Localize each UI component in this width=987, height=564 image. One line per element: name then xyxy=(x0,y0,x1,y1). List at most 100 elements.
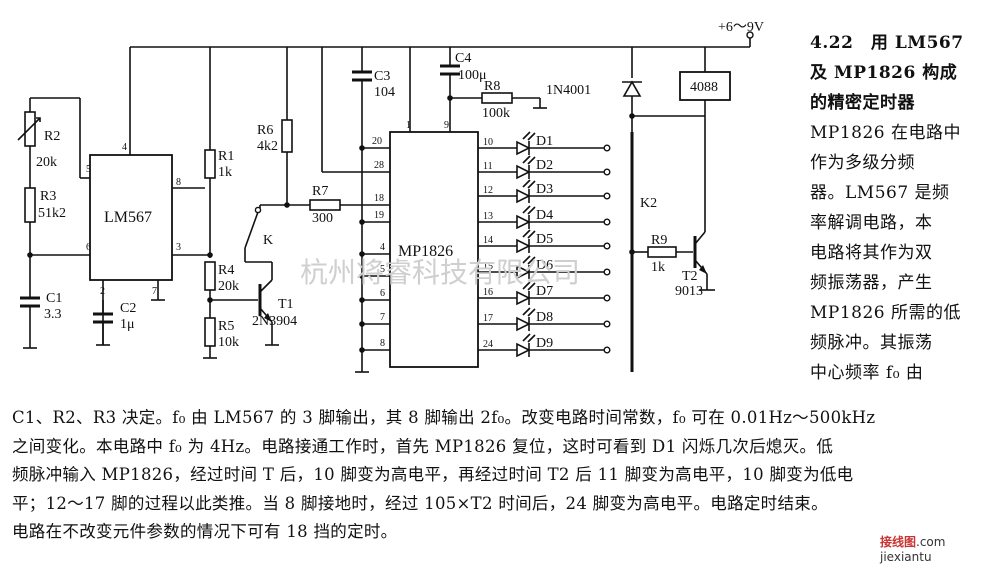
led-triangle xyxy=(516,290,531,306)
c1-capacitor: C1 3.3 xyxy=(20,291,62,322)
r2-name: R2 xyxy=(44,129,60,144)
mp1826-pin-label: 20 xyxy=(372,136,382,147)
mp1826-output-pin-label: 10 xyxy=(483,137,493,148)
t2-name: T2 xyxy=(682,269,698,284)
mp1826-output-pin-label: 14 xyxy=(483,235,493,246)
led-label: D2 xyxy=(536,158,553,173)
k2-contact xyxy=(603,320,611,328)
t1-transistor: T1 2N3904 xyxy=(252,279,297,345)
c3-name: C3 xyxy=(374,69,390,84)
lm567-chip: LM567 4 5 8 6 3 2 7 xyxy=(86,142,181,297)
mp1826-pin-label: 5 xyxy=(380,264,385,275)
description-line: 频脉冲输入 MP1826，经过时间 T 后，10 脚变为高电平，再经过时间 T2… xyxy=(12,465,854,485)
led-emission-arrow xyxy=(522,255,531,264)
c1-value: 3.3 xyxy=(44,307,62,322)
k2-contact xyxy=(603,218,611,226)
k2-contact xyxy=(603,144,611,152)
supply-label: +6～9V xyxy=(718,20,764,35)
c4-capacitor: C4 100μ xyxy=(440,51,487,83)
switch-k-label: K xyxy=(263,233,273,248)
r5-resistor: R5 10k xyxy=(204,317,239,350)
r6-name: R6 xyxy=(257,123,273,138)
mp1826-output-pin-label: 16 xyxy=(483,287,493,298)
k2-contact xyxy=(603,346,611,354)
timer-circuit-schematic: +6～9V LM567 4 5 8 6 3 2 7 R2 20k R3 51k2 xyxy=(17,20,764,373)
r3-resistor: R3 51k2 xyxy=(24,187,66,223)
c4-value: 100μ xyxy=(458,68,487,83)
led-emission-arrow xyxy=(522,333,531,342)
led-triangle xyxy=(516,264,531,280)
r8-value: 100k xyxy=(482,106,510,121)
side-text-line: MP1826 在电路中 xyxy=(810,123,962,143)
lm567-pin-label: 8 xyxy=(176,177,181,188)
mp1826-label: MP1826 xyxy=(398,243,453,260)
figure-title-line-1: 4.22 用 LM567 xyxy=(810,33,964,53)
r9-name: R9 xyxy=(651,233,667,248)
led-label: D7 xyxy=(536,284,553,299)
r7-name: R7 xyxy=(312,184,328,199)
k2-contact xyxy=(603,242,611,250)
r9-value: 1k xyxy=(651,260,665,275)
lm567-pin-label: 3 xyxy=(176,242,181,253)
k2-label: K2 xyxy=(640,196,657,211)
c2-value: 1μ xyxy=(120,317,135,332)
led-triangle xyxy=(516,188,531,204)
mp1826-pin-label: 18 xyxy=(374,193,384,204)
lm567-pin-label: 5 xyxy=(86,164,91,175)
mp1826-pin-label: 1 xyxy=(406,120,411,131)
led-label: D6 xyxy=(536,258,553,273)
r4-value: 20k xyxy=(218,279,239,294)
side-text-line: 频脉冲。其振荡 xyxy=(810,333,933,353)
mp1826-pin-label: 28 xyxy=(374,160,384,171)
lm567-pin-label: 7 xyxy=(152,286,157,297)
led-label: D1 xyxy=(536,134,553,149)
led-emission-arrow xyxy=(522,131,531,140)
side-text-line: 中心频率 f₀ 由 xyxy=(810,363,924,383)
description-line: C1、R2、R3 决定。f₀ 由 LM567 的 3 脚输出，其 8 脚输出 2… xyxy=(12,408,876,427)
r4-name: R4 xyxy=(218,263,234,278)
mp1826-output-pin-label: 13 xyxy=(483,211,493,222)
side-text-line: 率解调电路，本 xyxy=(810,213,933,233)
led-emission-arrow xyxy=(527,132,536,141)
led-emission-arrow xyxy=(527,308,536,317)
side-text-line: 作为多级分频 xyxy=(810,153,915,173)
k2-contact xyxy=(603,168,611,176)
led-emission-arrow xyxy=(522,205,531,214)
t2-value: 9013 xyxy=(675,284,703,299)
ground-symbols xyxy=(23,299,369,373)
c1-name: C1 xyxy=(46,291,62,306)
relay-label: 4088 xyxy=(690,80,718,95)
led-emission-arrow xyxy=(527,156,536,165)
led-label: D3 xyxy=(536,182,553,197)
diode-1n4001: 1N4001 xyxy=(546,80,642,98)
side-text-line: 频振荡器，产生 xyxy=(810,273,933,293)
led-emission-arrow xyxy=(527,206,536,215)
led-emission-arrow xyxy=(527,230,536,239)
description-line: 平；12～17 脚的过程以此类推。当 8 脚接地时，经过 105×T2 时间后，… xyxy=(12,493,828,513)
led-triangle xyxy=(516,316,531,332)
logo-suffix: .com xyxy=(916,535,946,549)
led-label: D8 xyxy=(536,310,553,325)
diode-label: 1N4001 xyxy=(546,83,591,98)
led-emission-arrow xyxy=(522,179,531,188)
led-emission-arrow xyxy=(522,281,531,290)
led-emission-arrow xyxy=(522,155,531,164)
mp1826-chip: MP1826 1 9 20 28 18 19 4 5 6 7 8 xyxy=(372,120,479,368)
r6-value: 4k2 xyxy=(257,139,278,154)
r6-resistor: R6 4k2 xyxy=(257,119,293,154)
side-text-line: 电路将其作为双 xyxy=(810,243,933,263)
mp1826-pin-label: 19 xyxy=(374,210,384,221)
c2-name: C2 xyxy=(120,301,136,316)
mp1826-pin-label: 8 xyxy=(380,338,385,349)
figure-title-line-3: 的精密定时器 xyxy=(810,93,915,113)
description-line: 电路在不改变元件参数的情况下可有 18 挡的定时。 xyxy=(12,522,398,542)
mp1826-pin-label: 6 xyxy=(380,288,385,299)
side-text-line: MP1826 所需的低 xyxy=(810,303,962,323)
c3-value: 104 xyxy=(374,85,395,100)
led-emission-arrow xyxy=(527,334,536,343)
led-triangle xyxy=(516,140,531,156)
r1-name: R1 xyxy=(218,149,234,164)
r3-name: R3 xyxy=(40,189,56,204)
led-triangle xyxy=(516,164,531,180)
r1-value: 1k xyxy=(218,165,232,180)
